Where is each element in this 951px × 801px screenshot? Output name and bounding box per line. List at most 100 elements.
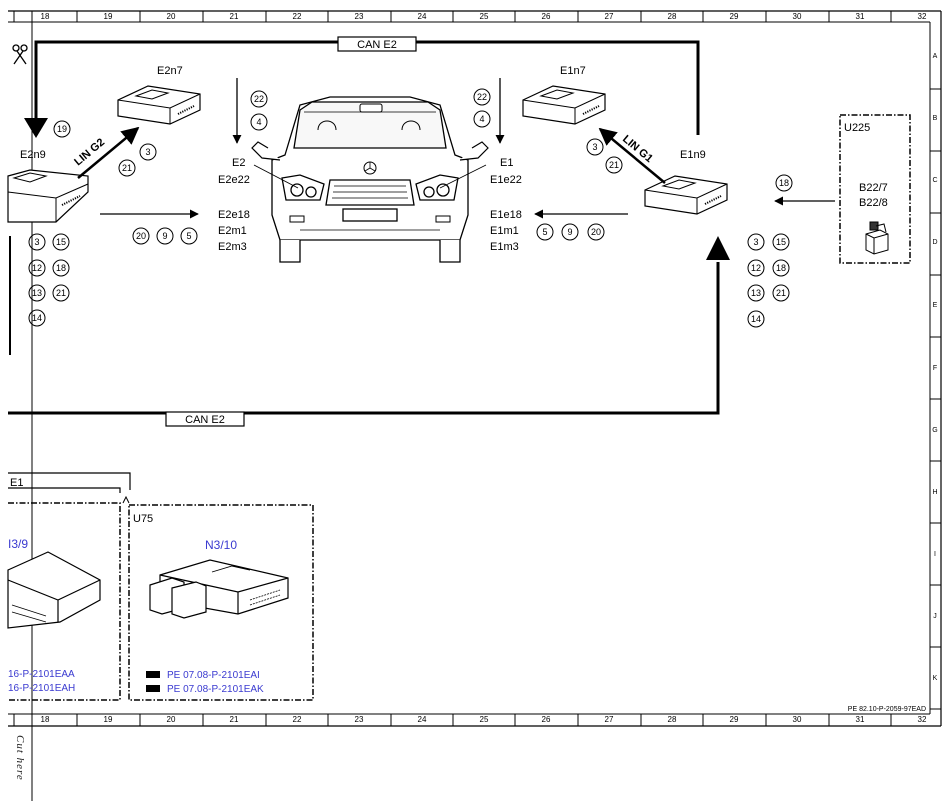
ecu-icon [149,559,289,619]
row-label: D [932,239,937,246]
col-label: 28 [668,715,677,724]
column-labels-top: 18 19 20 21 22 23 24 25 26 27 28 29 30 3… [41,12,927,21]
can-bus-top: CAN E2 [24,36,700,138]
row-label: E [933,302,938,309]
col-label: 25 [480,12,489,21]
frame [8,10,942,801]
u75-label: U75 [133,513,153,525]
col-label: 31 [856,715,865,724]
b22-8-label: B22/8 [859,197,888,209]
callout: 18 [56,263,66,273]
callout: 13 [751,288,761,298]
col-label: 23 [355,715,364,724]
col-label: 26 [542,715,551,724]
e1m3-label: E1m3 [490,241,519,253]
sensor-icon [865,221,889,255]
col-label: 29 [730,12,739,21]
row-label: H [932,489,937,496]
reference-hand-icon [146,671,160,692]
e1n7-label: E1n7 [560,65,586,77]
document-id: PE 82.10-P-2059-97EAD [848,706,926,713]
row-label: F [933,365,937,372]
col-label: 28 [668,12,677,21]
callout: 4 [256,117,261,127]
callout: 21 [122,163,132,173]
callout: 21 [776,288,786,298]
e1n7-module: E1n7 [522,65,606,125]
b22-7-label: B22/7 [859,182,888,194]
cut-here-label: Cut here [14,735,26,781]
callout: 20 [591,227,601,237]
e2n9-label: E2n9 [20,149,46,161]
vehicle-labels: E2 E2e22 E2e18 E2m1 E2m3 E1 E1e22 E1e18 … [218,157,522,253]
col-label: 27 [605,12,614,21]
col-label: 27 [605,715,614,724]
callout: 21 [609,160,619,170]
e1n9-label: E1n9 [680,149,706,161]
row-label: K [933,675,938,682]
left-partial-box: I3/9 16-P-2101EAA 16-P-2101EAH [7,502,121,701]
row-label: A [933,53,938,60]
ecu-icon [7,551,101,629]
callout: 15 [56,237,66,247]
callout: 22 [254,94,264,104]
scissors-icon [12,44,28,65]
callout: 5 [186,231,191,241]
col-label: 21 [230,12,239,21]
col-label: 20 [167,12,176,21]
col-label: 22 [293,12,302,21]
ref-left-1: 16-P-2101EAA [8,669,75,680]
e2m1-label: E2m1 [218,225,247,237]
col-label: 19 [104,12,113,21]
col-label: 24 [418,12,427,21]
row-label: G [932,427,937,434]
e2e22-label: E2e22 [218,174,250,186]
callout: 3 [592,142,597,152]
e1-partial-label: E1 [10,477,23,489]
column-labels-bottom: 18 19 20 21 22 23 24 25 26 27 28 29 30 3… [41,715,927,724]
callout: 5 [542,227,547,237]
callout: 12 [751,263,761,273]
e1n9-module: E1n9 [644,149,728,215]
vehicle-front-view [251,96,489,263]
e1-label: E1 [500,157,513,169]
n3-9-partial-label: I3/9 [8,537,28,551]
e2-label: E2 [232,157,245,169]
callout: 14 [32,313,42,323]
e1-bus-partial: E1 [8,472,131,504]
callout: 19 [57,124,67,134]
callout: 9 [567,227,572,237]
callout: 13 [32,288,42,298]
row-label: C [932,177,937,184]
callout: 20 [136,231,146,241]
row-labels: A B C D E F G H I J K [932,53,937,682]
col-label: 23 [355,12,364,21]
callout: 18 [776,263,786,273]
can-top-label: CAN E2 [357,39,397,51]
callout: 12 [32,263,42,273]
col-label: 30 [793,12,802,21]
row-label: J [933,613,937,620]
u225-box: U225 B22/7 B22/8 [839,114,911,264]
col-label: 18 [41,715,50,724]
e2m3-label: E2m3 [218,241,247,253]
col-label: 19 [104,715,113,724]
callout: 22 [477,92,487,102]
callout: 3 [34,237,39,247]
col-label: 20 [167,715,176,724]
callout: 3 [753,237,758,247]
callout: 4 [479,114,484,124]
col-label: 30 [793,715,802,724]
col-label: 26 [542,12,551,21]
lin-g2-label: LIN G2 [72,136,107,168]
col-label: 18 [41,12,50,21]
e1e18-label: E1e18 [490,209,522,221]
can-bottom-label: CAN E2 [185,414,225,426]
col-label: 24 [418,715,427,724]
col-label: 32 [918,12,927,21]
ref-left-2: 16-P-2101EAH [8,683,75,694]
callout: 21 [56,288,66,298]
e2n7-label: E2n7 [157,65,183,77]
e2n7-module: E2n7 [117,65,201,125]
